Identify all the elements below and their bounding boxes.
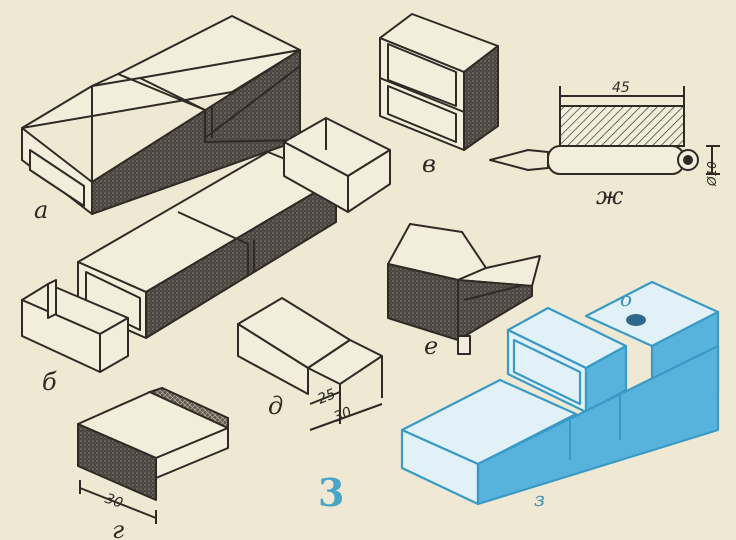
label-d: д bbox=[268, 392, 283, 420]
label-g: г bbox=[112, 516, 124, 540]
part-v-box bbox=[379, 13, 499, 151]
figure-number: 3 bbox=[318, 470, 344, 515]
dim-zh-length: 45 bbox=[612, 80, 630, 96]
part-g-plate bbox=[77, 386, 229, 524]
dim-d-length: 30 bbox=[332, 404, 355, 426]
part-z-assembly bbox=[400, 280, 720, 506]
part-e-holder bbox=[387, 223, 541, 355]
label-a: а bbox=[34, 196, 48, 224]
dim-g-length: 30 bbox=[103, 491, 125, 512]
part-zh-iron bbox=[489, 86, 720, 175]
part-a-sleeve bbox=[21, 15, 301, 215]
part-d-strip bbox=[237, 297, 383, 431]
dim-zh-diameter: Ø10 bbox=[705, 161, 719, 187]
label-z: з bbox=[534, 487, 545, 511]
label-zh: ж bbox=[596, 182, 624, 210]
part-b-right-tray bbox=[283, 117, 391, 213]
part-b-left-tray bbox=[21, 279, 129, 373]
label-e: е bbox=[424, 332, 438, 360]
dim-d-width: 25 bbox=[316, 386, 339, 408]
mark-hole: о bbox=[620, 287, 632, 311]
label-v: в bbox=[422, 150, 436, 178]
label-b: б bbox=[42, 368, 57, 396]
